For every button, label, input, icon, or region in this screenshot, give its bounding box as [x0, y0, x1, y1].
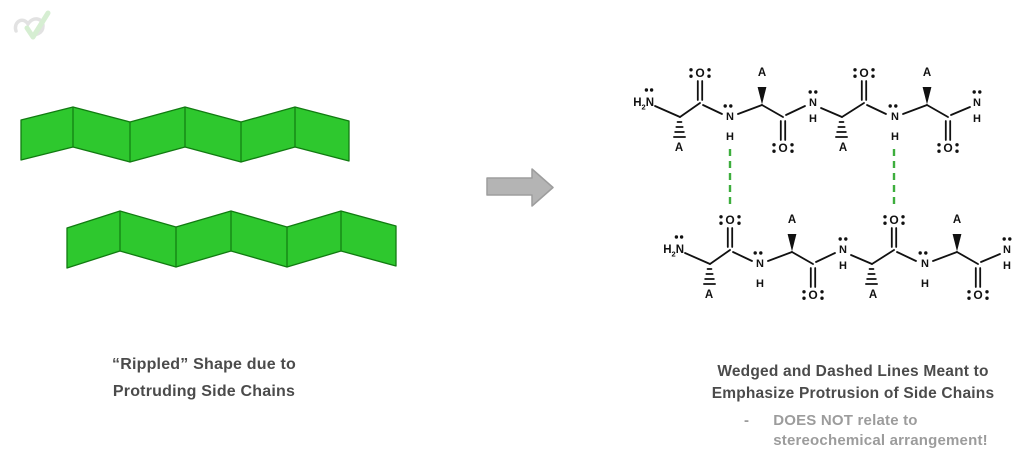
right-caption: Wedged and Dashed Lines Meant to Emphasi…: [686, 361, 1020, 451]
svg-text:A: A: [839, 142, 847, 154]
svg-text:O: O: [725, 213, 734, 227]
svg-text:A: A: [675, 142, 683, 154]
svg-text:A: A: [788, 214, 796, 226]
bullet-marker: -: [744, 412, 750, 429]
svg-text:H: H: [891, 131, 899, 143]
right-caption-line2: Emphasize Protrusion of Side Chains: [711, 385, 995, 402]
svg-text:H: H: [973, 113, 981, 125]
svg-text:N: N: [726, 111, 734, 123]
svg-text:H2N: H2N: [663, 244, 684, 258]
svg-text:N: N: [809, 97, 817, 109]
svg-text:N: N: [756, 258, 764, 270]
svg-text:A: A: [923, 67, 931, 79]
transition-arrow-icon: [486, 168, 554, 207]
svg-text:N: N: [1003, 244, 1011, 256]
right-caption-bullet: - DOES NOT relate to stereochemical arra…: [686, 411, 1020, 451]
svg-text:H: H: [726, 131, 734, 143]
svg-text:A: A: [705, 289, 713, 301]
svg-text:O: O: [943, 141, 952, 155]
svg-text:H2N: H2N: [633, 97, 654, 111]
svg-text:O: O: [695, 66, 704, 80]
svg-text:O: O: [973, 288, 982, 302]
svg-text:H: H: [756, 278, 764, 290]
svg-text:N: N: [973, 97, 981, 109]
right-caption-line1: Wedged and Dashed Lines Meant to: [717, 363, 989, 380]
left-caption-line1: “Rippled” Shape due to: [112, 356, 296, 373]
svg-text:A: A: [758, 67, 766, 79]
bullet-line2: stereochemical arrangement!: [773, 432, 988, 449]
svg-text:O: O: [778, 141, 787, 155]
svg-text:H: H: [921, 278, 929, 290]
svg-text:H: H: [809, 113, 817, 125]
svg-text:N: N: [921, 258, 929, 270]
svg-text:N: N: [891, 111, 899, 123]
rippled-sheet-ribbons: [20, 106, 397, 269]
left-caption: “Rippled” Shape due to Protruding Side C…: [44, 351, 364, 405]
svg-text:N: N: [839, 244, 847, 256]
svg-text:H: H: [1003, 260, 1011, 272]
svg-text:H: H: [839, 260, 847, 272]
svg-text:O: O: [808, 288, 817, 302]
left-caption-line2: Protruding Side Chains: [112, 383, 296, 400]
bullet-line1: DOES NOT relate to: [773, 412, 918, 429]
svg-text:A: A: [953, 214, 961, 226]
brand-logo-icon: [13, 10, 51, 40]
svg-text:O: O: [859, 66, 868, 80]
svg-text:O: O: [889, 213, 898, 227]
bullet-text: DOES NOT relate to stereochemical arrang…: [773, 411, 988, 451]
svg-text:A: A: [869, 289, 877, 301]
